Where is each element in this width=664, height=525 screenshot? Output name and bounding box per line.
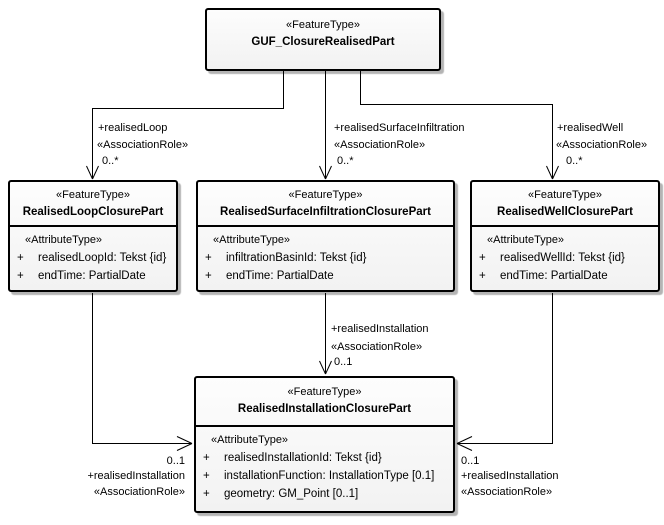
class-stereotype: «FeatureType» [287, 386, 362, 398]
attribute-row: + geometry: GM_Point [0..1] [196, 485, 453, 503]
role-label-realised-installation-mid: +realisedInstallation [331, 323, 429, 335]
class-box-realised-surface-infiltration-closure-part[interactable]: «FeatureType» RealisedSurfaceInfiltratio… [196, 180, 455, 292]
class-name: RealisedWellClosurePart [497, 206, 633, 218]
visibility-marker: + [479, 252, 486, 264]
attribute-row: + realisedLoopId: Tekst {id} [10, 249, 176, 267]
class-box-guf-closure-realised-part[interactable]: «FeatureType» GUF_ClosureRealisedPart [205, 8, 441, 71]
visibility-marker: + [203, 470, 210, 482]
attribute-stereotype: «AttributeType» [211, 434, 289, 446]
visibility-marker: + [205, 270, 212, 282]
open-arrowhead-down-icon [319, 165, 332, 180]
association-realised-installation-right[interactable] [456, 293, 553, 451]
multiplicity-label: 0..1 [461, 455, 480, 467]
class-stereotype: «FeatureType» [288, 189, 363, 201]
attribute-text: installationFunction: InstallationType [… [224, 470, 435, 482]
multiplicity-label: 0..1 [334, 356, 353, 368]
attribute-text: realisedInstallationId: Tekst {id} [224, 452, 382, 464]
open-arrowhead-down-icon [546, 165, 559, 180]
association-role-stereotype: «AssociationRole» [93, 486, 185, 498]
class-box-realised-installation-closure-part[interactable]: «FeatureType» RealisedInstallationClosur… [194, 376, 455, 513]
attribute-text: realisedLoopId: Tekst {id} [38, 252, 167, 264]
association-role-stereotype: «AssociationRole» [331, 341, 423, 353]
attribute-text: geometry: GM_Point [0..1] [224, 488, 359, 500]
attribute-row: + endTime: PartialDate [472, 267, 658, 285]
association-realised-surface-infiltration[interactable] [319, 71, 332, 180]
open-arrowhead-down-icon [319, 360, 332, 375]
role-label-realised-loop: +realisedLoop [98, 122, 168, 134]
attribute-stereotype: «AttributeType» [213, 234, 291, 246]
class-stereotype: «FeatureType» [286, 19, 360, 31]
open-arrowhead-left-icon [456, 436, 473, 451]
attribute-row: + endTime: PartialDate [198, 267, 453, 285]
multiplicity-label: 0..* [102, 155, 119, 167]
role-label-realised-installation-right: +realisedInstallation [461, 470, 559, 482]
multiplicity-label: 0..1 [166, 455, 185, 467]
attribute-text: realisedWellId: Tekst {id} [500, 252, 625, 264]
association-role-stereotype: «AssociationRole» [97, 139, 189, 151]
visibility-marker: + [203, 452, 210, 464]
class-box-realised-well-closure-part[interactable]: «FeatureType» RealisedWellClosurePart «A… [470, 180, 660, 292]
attribute-row: + realisedInstallationId: Tekst {id} [196, 449, 453, 467]
association-realised-installation-left[interactable] [92, 293, 193, 451]
association-realised-installation-mid[interactable] [319, 293, 332, 375]
association-role-stereotype: «AssociationRole» [334, 139, 426, 151]
attribute-stereotype: «AttributeType» [487, 234, 565, 246]
visibility-marker: + [205, 252, 212, 264]
visibility-marker: + [17, 252, 24, 264]
class-name: RealisedSurfaceInfiltrationClosurePart [220, 206, 431, 218]
attribute-row: + realisedWellId: Tekst {id} [472, 249, 658, 267]
attribute-row: + endTime: PartialDate [10, 267, 176, 285]
open-arrowhead-down-icon [86, 165, 99, 180]
visibility-marker: + [17, 270, 24, 282]
class-stereotype: «FeatureType» [56, 189, 130, 201]
attribute-stereotype: «AttributeType» [25, 234, 103, 246]
attribute-text: endTime: PartialDate [500, 270, 608, 282]
association-role-stereotype: «AssociationRole» [556, 139, 648, 151]
multiplicity-label: 0..* [566, 155, 583, 167]
role-label-realised-well: +realisedWell [557, 122, 624, 134]
attribute-text: endTime: PartialDate [38, 270, 146, 282]
attribute-row: + installationFunction: InstallationType… [196, 467, 453, 485]
class-name: RealisedInstallationClosurePart [237, 403, 412, 415]
role-label-realised-surface-infiltration: +realisedSurfaceInfiltration [334, 122, 465, 134]
role-label-realised-installation-left: +realisedInstallation [87, 470, 185, 482]
attribute-text: infiltrationBasinId: Tekst {id} [226, 252, 367, 264]
visibility-marker: + [203, 488, 210, 500]
association-role-stereotype: «AssociationRole» [461, 486, 553, 498]
class-name: GUF_ClosureRealisedPart [251, 36, 395, 48]
class-box-realised-loop-closure-part[interactable]: «FeatureType» RealisedLoopClosurePart «A… [8, 180, 178, 292]
class-stereotype: «FeatureType» [528, 189, 602, 201]
visibility-marker: + [479, 270, 486, 282]
open-arrowhead-right-icon [176, 436, 193, 451]
class-name: RealisedLoopClosurePart [22, 206, 164, 218]
attribute-text: endTime: PartialDate [226, 270, 334, 282]
attribute-row: + infiltrationBasinId: Tekst {id} [198, 249, 453, 267]
multiplicity-label: 0..* [337, 155, 354, 167]
